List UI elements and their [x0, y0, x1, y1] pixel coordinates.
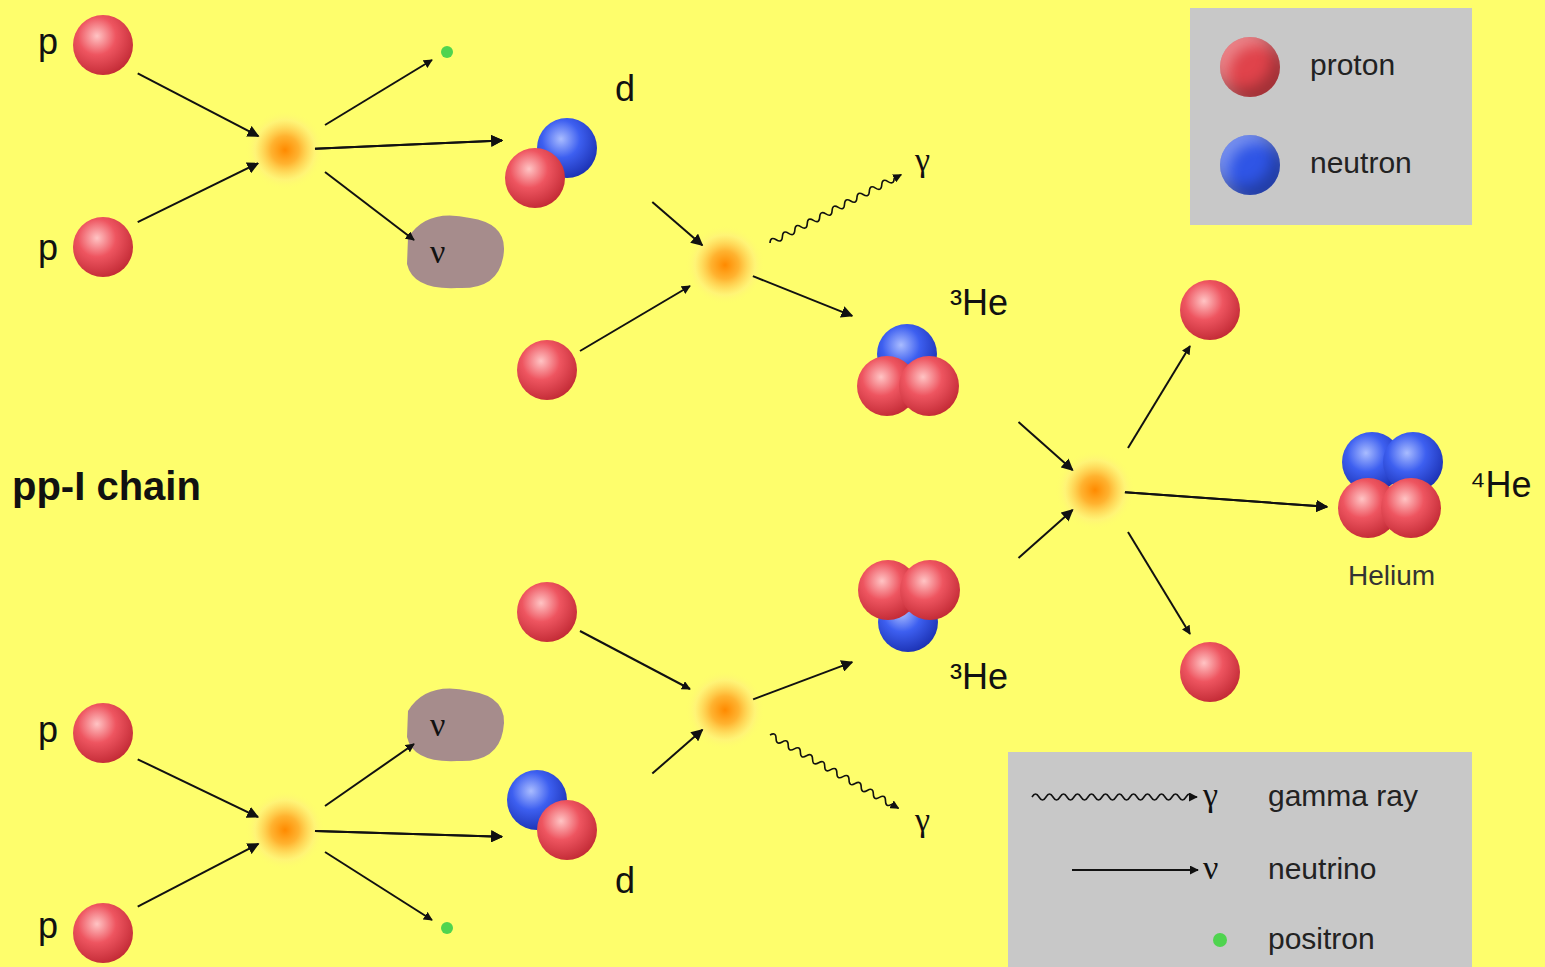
- proton-ball: [1381, 478, 1441, 538]
- reaction-arrow: [138, 73, 502, 148]
- reaction-arrow: [138, 759, 502, 836]
- proton-ball: [1180, 280, 1240, 340]
- reaction-glow: [1055, 450, 1135, 530]
- particle-label: p: [38, 227, 58, 268]
- reaction-arrow: [652, 662, 852, 774]
- reaction-arrow: [138, 140, 502, 222]
- legend-text: neutron: [1310, 146, 1412, 181]
- neutrino-blob: [407, 216, 504, 289]
- proton-ball: [517, 582, 577, 642]
- reaction-arrow-segment: [1125, 492, 1327, 507]
- reaction-arrow-segment: [1125, 492, 1327, 507]
- legend-text: proton: [1310, 48, 1395, 83]
- emission-arrow: [325, 172, 414, 240]
- particle-node: ³He: [855, 560, 1020, 700]
- reaction-arrow: [652, 202, 852, 316]
- input-arrow: [580, 631, 690, 689]
- legend-text: neutrino: [1268, 852, 1376, 887]
- particle-node: ³He: [855, 280, 1020, 420]
- proton-ball: [537, 800, 597, 860]
- particle-label: p: [38, 709, 58, 750]
- legend-symbol: γ: [1203, 775, 1218, 814]
- chain-title: pp-I chain: [12, 463, 201, 509]
- reaction-arrow-segment: [138, 73, 259, 136]
- neutrino-symbol: ν: [430, 232, 445, 271]
- particle-node: p: [35, 15, 135, 77]
- particle-label: d: [615, 860, 635, 901]
- particle-label: ³He: [950, 282, 1008, 323]
- proton-ball: [505, 148, 565, 208]
- legend-neutrino-sample: [1072, 869, 1198, 871]
- gamma-wave: [769, 732, 901, 811]
- legend-swatch: [1220, 37, 1280, 97]
- reaction-arrow: [1019, 422, 1328, 507]
- particle-caption: Helium: [1348, 560, 1435, 592]
- gamma-symbol: γ: [915, 800, 930, 839]
- input-arrow: [580, 286, 690, 351]
- reaction-glow: [245, 110, 325, 190]
- proton-ball: [517, 340, 577, 400]
- proton-ball: [899, 356, 959, 416]
- positron-dot: [441, 46, 453, 58]
- reaction-arrow-segment: [315, 140, 502, 148]
- reaction-arrow-segment: [315, 831, 502, 837]
- gamma-wave: [769, 172, 903, 246]
- reaction-arrow-segment: [652, 202, 702, 245]
- reaction-arrow-segment: [315, 831, 502, 837]
- particle-label: ⁴He: [1470, 464, 1532, 505]
- reaction-arrow: [1019, 492, 1328, 558]
- positron-dot: [441, 922, 453, 934]
- reaction-arrow-segment: [1019, 510, 1073, 558]
- legend-panel: [1190, 8, 1472, 225]
- particle-label: p: [38, 21, 58, 62]
- particle-node: d: [505, 770, 650, 908]
- reaction-arrow-segment: [753, 276, 852, 316]
- reaction-arrow-segment: [138, 844, 259, 907]
- neutrino-symbol: ν: [430, 705, 445, 744]
- reaction-arrow: [138, 831, 502, 907]
- particle-node: p: [35, 217, 135, 279]
- emission-arrow: [325, 852, 432, 920]
- reaction-arrow-segment: [753, 662, 852, 699]
- gamma-symbol: γ: [915, 140, 930, 179]
- reaction-glow: [685, 670, 765, 750]
- legend-swatch: [1220, 135, 1280, 195]
- proton-ball: [73, 217, 133, 277]
- reaction-arrow-segment: [1019, 422, 1073, 470]
- particle-node: p: [35, 703, 135, 765]
- legend-panel: [1008, 752, 1472, 967]
- particle-label: p: [38, 905, 58, 946]
- legend-swatch: [1213, 933, 1227, 947]
- proton-ball: [900, 560, 960, 620]
- particle-label: d: [615, 68, 635, 109]
- particle-label: ³He: [950, 656, 1008, 697]
- emission-arrow: [325, 744, 414, 806]
- reaction-glow: [245, 790, 325, 870]
- proton-ball: [73, 903, 133, 963]
- reaction-arrow-segment: [138, 163, 258, 222]
- legend-text: positron: [1268, 922, 1375, 957]
- legend-text: gamma ray: [1268, 779, 1418, 814]
- particle-node: p: [35, 903, 135, 965]
- legend-gamma-sample: [1032, 794, 1197, 800]
- particle-node: d: [505, 62, 650, 212]
- emission-arrow: [1128, 346, 1190, 448]
- reaction-glow: [685, 225, 765, 305]
- neutrino-blob: [407, 689, 504, 762]
- emission-arrow: [1128, 532, 1190, 634]
- proton-ball: [73, 703, 133, 763]
- emission-arrow: [325, 60, 432, 125]
- proton-ball: [73, 15, 133, 75]
- reaction-arrow-segment: [652, 730, 702, 774]
- particle-node: ⁴HeHelium: [1330, 432, 1535, 597]
- reaction-arrow-segment: [315, 140, 502, 148]
- proton-ball: [1180, 642, 1240, 702]
- reaction-arrow-segment: [138, 759, 258, 817]
- legend-symbol: ν: [1203, 848, 1218, 887]
